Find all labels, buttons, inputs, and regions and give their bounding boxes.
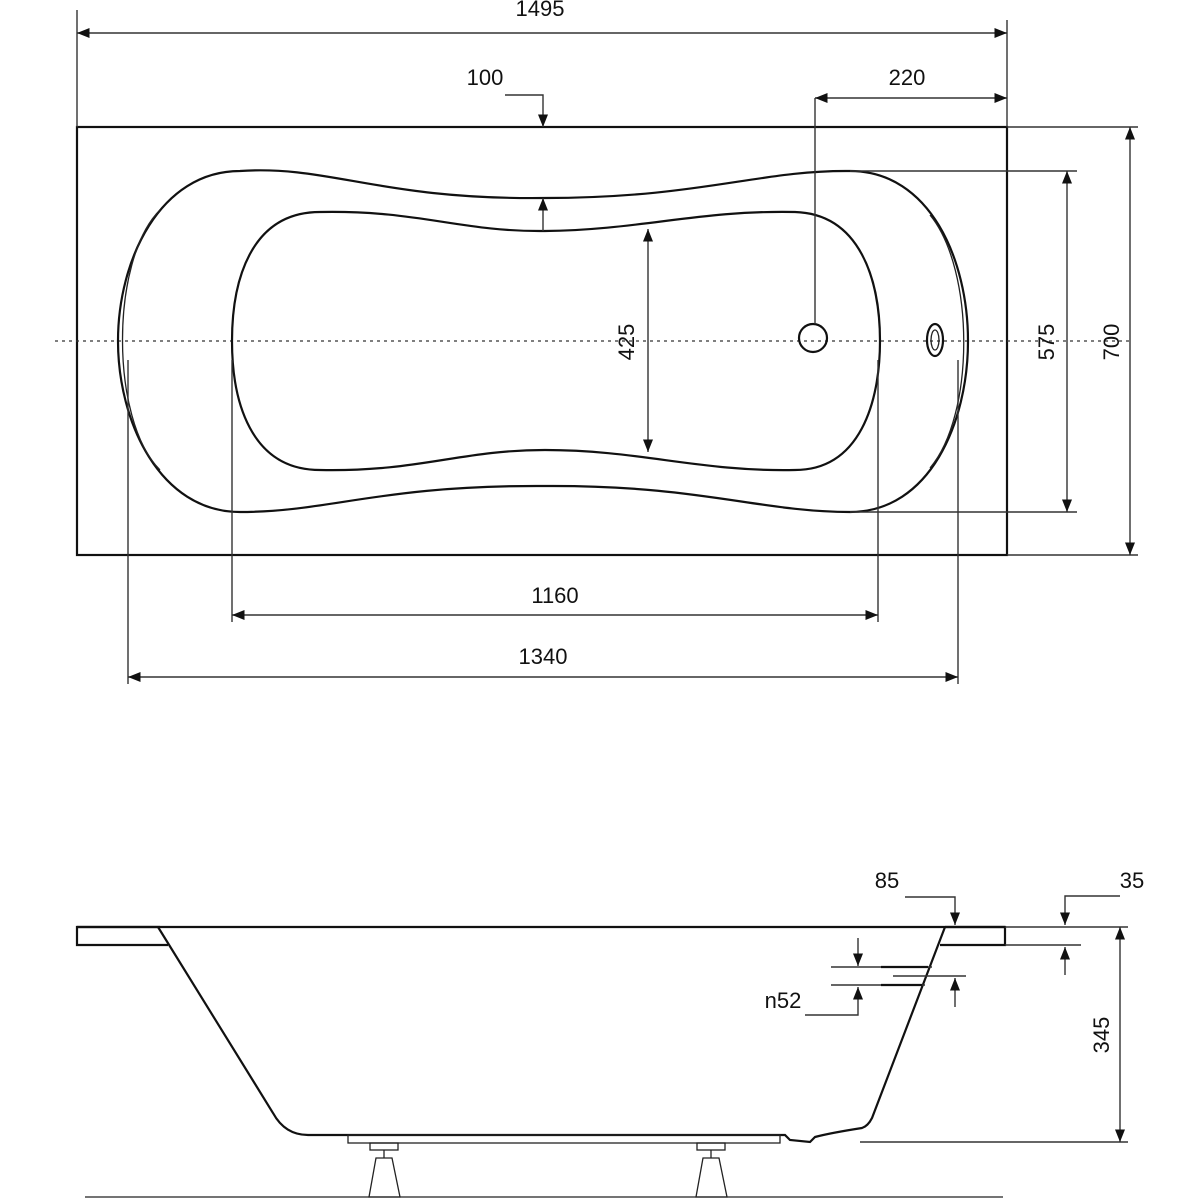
inner-bowl — [230, 210, 882, 472]
dim-drain-offset: 220 — [889, 65, 926, 90]
dim-rim-width: 100 — [467, 65, 504, 90]
dim-bowl-width: 575 — [1034, 324, 1059, 361]
top-view: 1495 100 220 425 575 700 1160 1340 — [55, 0, 1138, 684]
dim-overall-length: 1495 — [516, 0, 565, 21]
dim-rim-thickness: 35 — [1120, 868, 1144, 893]
leg-right — [695, 1142, 728, 1198]
dim-inner-width: 425 — [614, 324, 639, 361]
dim-rim-label: 85 — [875, 868, 899, 893]
outer-bowl-left-end — [121, 209, 161, 471]
rim-left — [75, 925, 168, 947]
overflow-inner-icon — [930, 329, 940, 351]
rim-right — [940, 925, 1007, 947]
dim-overflow: n52 — [765, 988, 802, 1013]
dim-depth: 345 — [1089, 1017, 1114, 1054]
tub-body-profile — [157, 926, 947, 1144]
drain-icon — [797, 322, 829, 354]
overflow-leader — [805, 987, 864, 1016]
dim-bowl-length: 1340 — [519, 644, 568, 669]
dim-overall-width: 700 — [1099, 324, 1124, 361]
dim-inner-length: 1160 — [531, 583, 578, 608]
dim-100-leader — [505, 94, 549, 127]
outer-bowl-right-end — [929, 214, 965, 469]
dim-85-leader — [905, 896, 961, 925]
side-view: 85 35 n52 345 — [75, 868, 1144, 1198]
base-plate — [347, 1134, 781, 1144]
overflow-icon — [925, 322, 945, 358]
dim-35-leader — [1059, 895, 1120, 925]
leg-left — [368, 1142, 401, 1198]
